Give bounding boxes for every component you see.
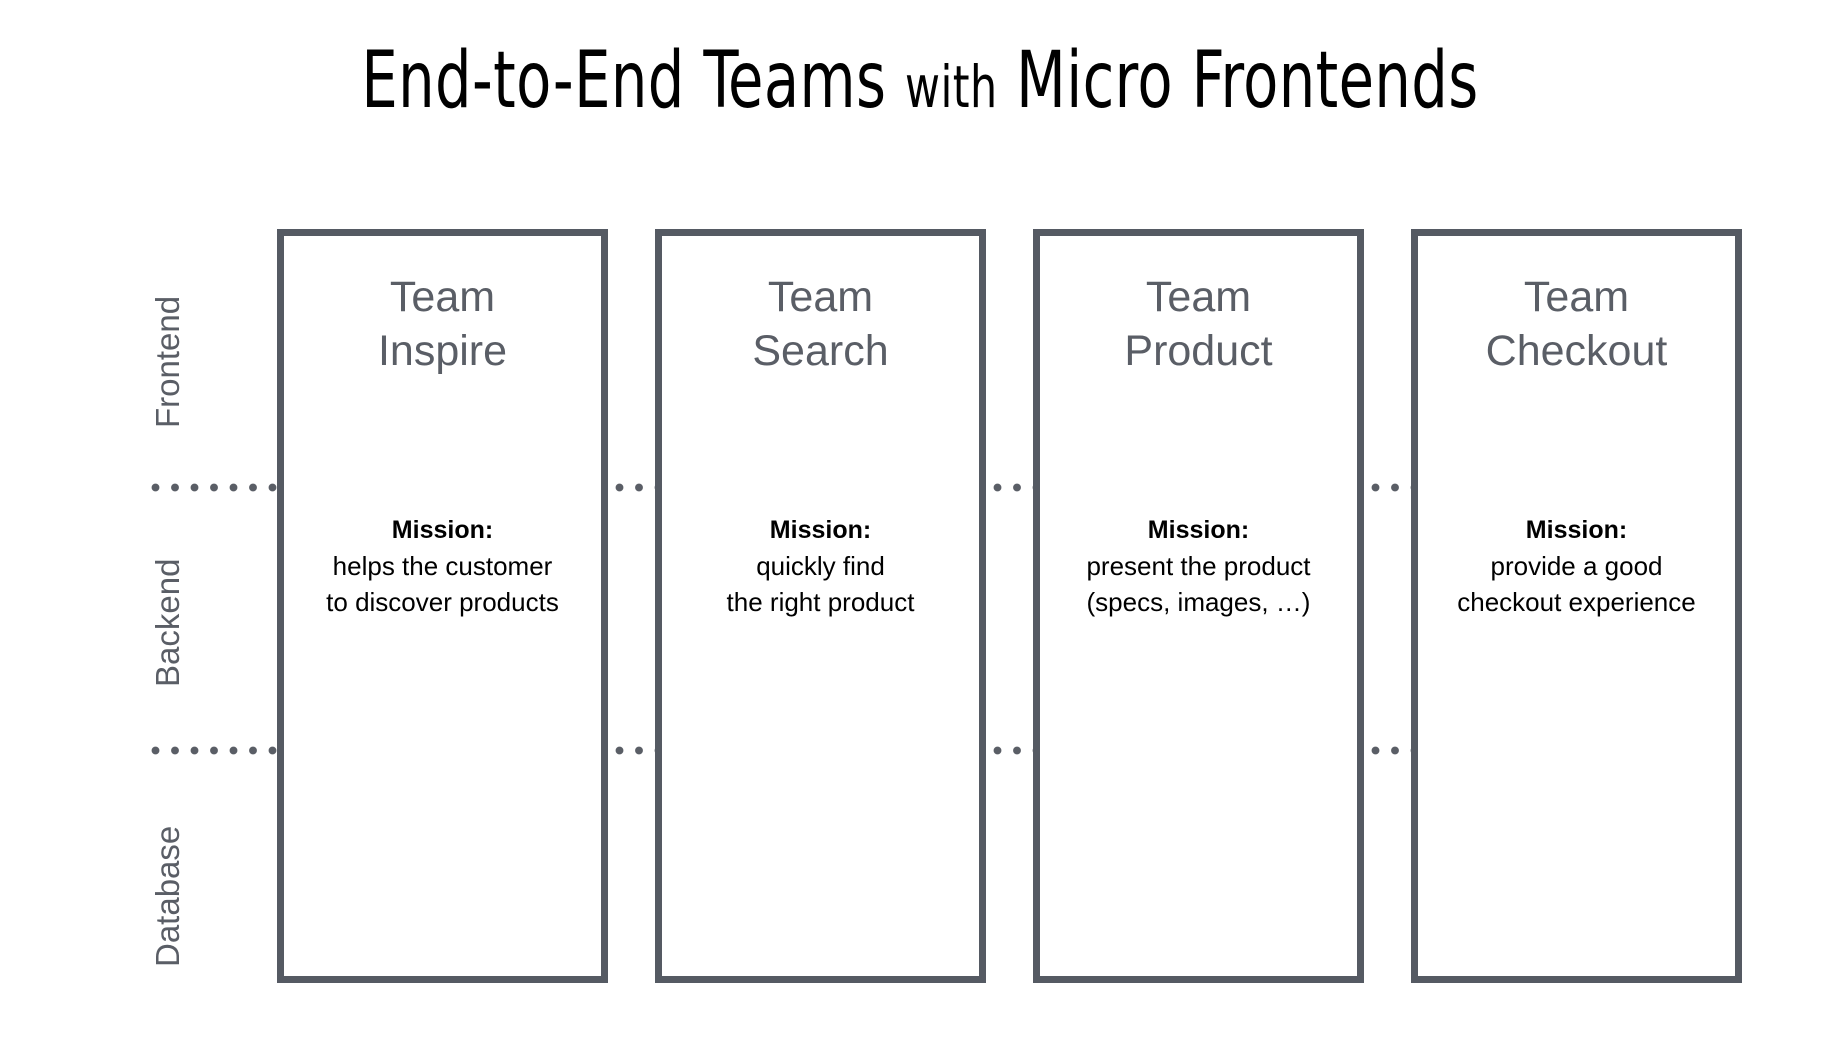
team-name-line1: Team [1145, 273, 1252, 321]
team-name-line1: Team [767, 273, 874, 321]
divider-frontend-backend-seg-3 [1370, 482, 1416, 493]
layer-label-backend-text: Backend [149, 558, 186, 687]
team-mission-product: Mission: present the product (specs, ima… [1040, 512, 1357, 620]
team-name-line2: Inspire [377, 327, 508, 375]
team-name-line1: Team [1523, 273, 1630, 321]
mission-line-2: checkout experience [1457, 587, 1696, 617]
mission-label: Mission: [1147, 516, 1250, 544]
team-name-line1: Team [389, 273, 496, 321]
layer-label-frontend-text: Frontend [149, 295, 186, 428]
divider-frontend-backend-seg-0 [150, 482, 278, 493]
team-box-checkout[interactable]: Team Checkout Mission: provide a good ch… [1411, 229, 1742, 983]
divider-backend-database-seg-3 [1370, 745, 1416, 756]
mission-line-1: quickly find [756, 551, 885, 581]
team-name-line2: Search [752, 327, 889, 375]
team-name-checkout: Team Checkout [1418, 270, 1735, 378]
title-part-2: Micro Frontends [997, 36, 1479, 126]
team-box-product[interactable]: Team Product Mission: present the produc… [1033, 229, 1364, 983]
team-mission-checkout: Mission: provide a good checkout experie… [1418, 512, 1735, 620]
team-box-inspire[interactable]: Team Inspire Mission: helps the customer… [277, 229, 608, 983]
team-mission-search: Mission: quickly find the right product [662, 512, 979, 620]
mission-label: Mission: [391, 516, 494, 544]
title-part-with: with [905, 53, 998, 121]
mission-label: Mission: [1525, 516, 1628, 544]
page-title: End-to-End Teams with Micro Frontends [166, 42, 1675, 120]
team-name-line2: Checkout [1485, 327, 1668, 375]
team-name-product: Team Product [1040, 270, 1357, 378]
divider-backend-database-seg-2 [992, 745, 1038, 756]
team-name-line2: Product [1124, 327, 1273, 375]
team-name-search: Team Search [662, 270, 979, 378]
divider-frontend-backend-seg-2 [992, 482, 1038, 493]
mission-line-2: the right product [726, 587, 915, 617]
title-part-1: End-to-End Teams [361, 36, 906, 126]
team-mission-inspire: Mission: helps the customer to discover … [284, 512, 601, 620]
layer-label-database-text: Database [149, 825, 186, 967]
mission-line-1: helps the customer [332, 551, 553, 581]
mission-line-1: provide a good [1490, 551, 1663, 581]
divider-backend-database-seg-1 [614, 745, 660, 756]
mission-line-1: present the product [1086, 551, 1311, 581]
divider-backend-database-seg-0 [150, 745, 278, 756]
mission-label: Mission: [769, 516, 872, 544]
team-box-search[interactable]: Team Search Mission: quickly find the ri… [655, 229, 986, 983]
team-name-inspire: Team Inspire [284, 270, 601, 378]
mission-line-2: (specs, images, …) [1086, 587, 1311, 617]
mission-line-2: to discover products [326, 587, 559, 617]
divider-frontend-backend-seg-1 [614, 482, 660, 493]
